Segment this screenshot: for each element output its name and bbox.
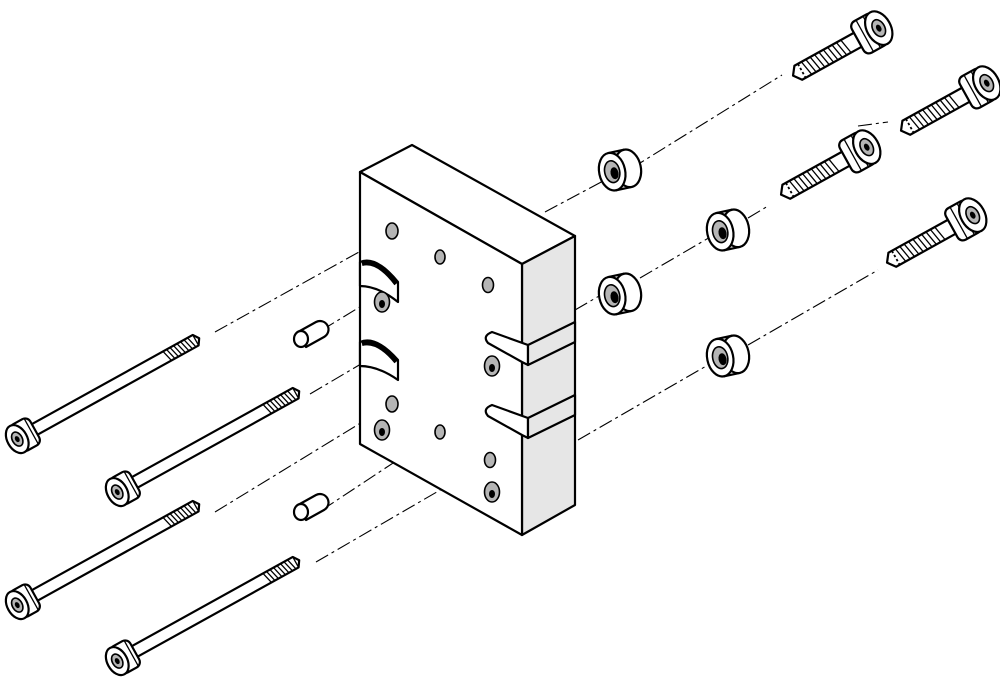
- plate-side-face: [520, 234, 577, 537]
- left-notch-upper: [358, 259, 400, 304]
- centering-sleeve-1: [594, 145, 646, 195]
- axis-screw-3: [747, 205, 769, 219]
- short-screw-1: [783, 5, 900, 93]
- long-screw-2: [100, 377, 308, 512]
- right-notch-upper: [484, 330, 530, 367]
- dowel-pin-2: [292, 492, 330, 522]
- axis-sleeve-1: [544, 179, 606, 213]
- axis-long-screw-1: [214, 231, 396, 333]
- axis-dowel-2: [321, 431, 441, 511]
- axis-screw-2: [857, 121, 889, 127]
- centering-sleeve-2: [594, 269, 646, 319]
- short-screw-2: [891, 60, 1000, 148]
- centering-sleeves: [594, 145, 754, 381]
- hole-pin-2: [434, 424, 446, 440]
- hole-thru-1: [385, 222, 399, 240]
- axis-screw-1: [631, 74, 783, 169]
- plate-holes: [373, 222, 501, 503]
- short-screw-4: [877, 192, 994, 280]
- axis-sleeve-3: [639, 235, 713, 279]
- axis-screw-4: [747, 269, 879, 346]
- hole-thru-4: [483, 451, 497, 469]
- axis-sleeve-4: [577, 364, 709, 441]
- hole-thru-3: [385, 395, 399, 413]
- short-screws: [771, 5, 1000, 280]
- centering-sleeve-3: [702, 205, 754, 255]
- long-screw-3: [0, 490, 208, 625]
- hole-pin-1: [434, 249, 446, 265]
- long-screws: [0, 324, 308, 681]
- dowel-pins: [292, 319, 330, 522]
- left-notch-lower: [358, 339, 400, 382]
- right-notch-lower: [484, 403, 530, 440]
- dowel-pin-1: [292, 319, 330, 349]
- long-screw-4: [100, 546, 308, 681]
- centering-sleeve-4: [702, 331, 754, 381]
- adapter-plate: [358, 143, 577, 537]
- short-screw-3: [771, 124, 888, 212]
- long-screw-1: [0, 324, 208, 459]
- hole-thru-2: [481, 276, 495, 294]
